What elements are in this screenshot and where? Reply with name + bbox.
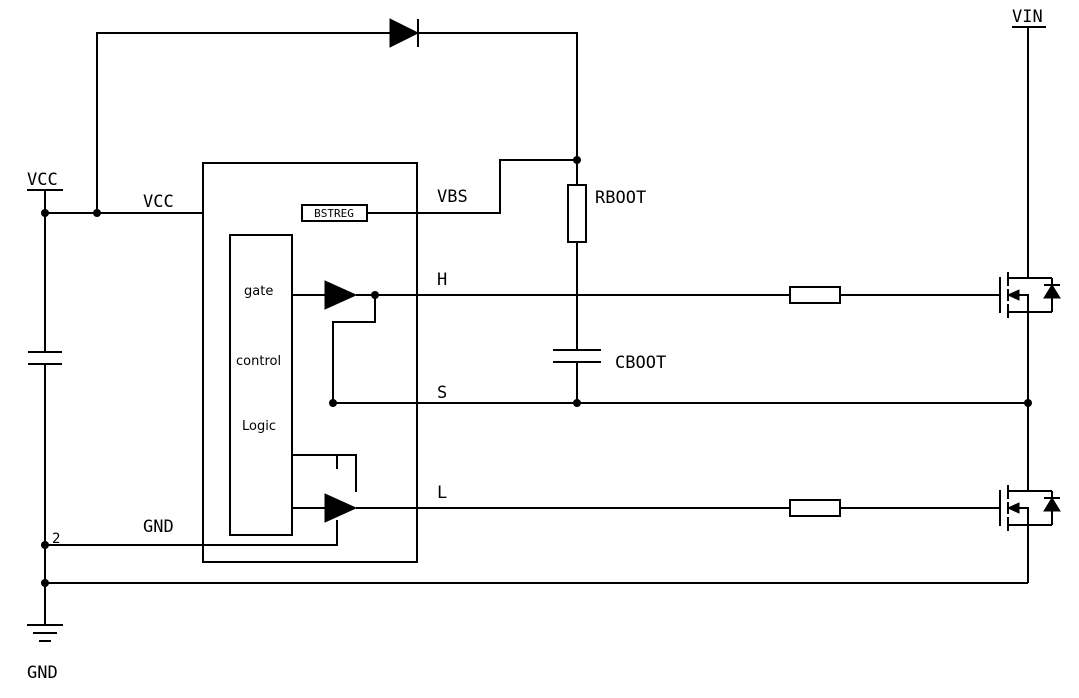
l-output: L (356, 483, 1000, 517)
rboot-label: RBOOT (595, 188, 646, 208)
logic-label-line1: gate (244, 284, 273, 299)
junction-dot (573, 156, 581, 164)
junction-dot (329, 399, 337, 407)
logic-label-line2: control (236, 354, 281, 369)
vin-supply: VIN (1012, 7, 1046, 278)
hs-body-arrow-icon (1006, 289, 1020, 301)
vbs-wire (367, 159, 577, 214)
top-rail-left (96, 32, 390, 213)
high-side-mosfet (999, 272, 1061, 491)
gnd-pin-line: GND 2 (45, 517, 338, 547)
h-output: H (356, 270, 1000, 304)
pin-l-label: L (437, 483, 447, 503)
vbs-network: VBS RBOOT CBOOT (367, 159, 666, 403)
bstreg-label: BSTREG (314, 207, 354, 220)
junction-dot (41, 541, 49, 549)
bootstrap-diode-branch (96, 18, 578, 213)
top-rail-right (418, 32, 578, 160)
vcc-supply: VCC (27, 170, 63, 213)
s-node: S (333, 383, 1028, 404)
ls-bodydiode-icon (1043, 497, 1061, 512)
pin-h-label: H (437, 270, 447, 290)
ls-body-arrow-icon (1006, 502, 1020, 514)
gate-control-logic-block (229, 234, 293, 536)
pin-vcc-label: VCC (143, 192, 174, 212)
junction-dot (1024, 399, 1032, 407)
gnd-wire (45, 520, 338, 546)
cboot-label: CBOOT (615, 353, 666, 373)
ls-buffer-icon (324, 493, 358, 523)
hs-bodydiode-icon (1043, 284, 1061, 299)
bootstrap-diode-icon (389, 18, 420, 48)
low-side-mosfet (999, 485, 1061, 583)
ls-gate-resistor (789, 499, 841, 517)
left-rail (28, 213, 62, 625)
ground-symbol: GND (27, 624, 63, 683)
vin-label: VIN (1012, 7, 1043, 27)
rboot-resistor (567, 184, 587, 243)
vcc-supply-label: VCC (27, 170, 58, 190)
junction-dot (371, 291, 379, 299)
hs-gate-resistor (789, 286, 841, 304)
pin-gnd-number: 2 (52, 531, 60, 547)
hs-buffer-feedback-wire (332, 295, 376, 403)
hs-buffer-icon (324, 280, 358, 310)
junction-dot (93, 209, 101, 217)
gnd-supply-label: GND (27, 663, 58, 683)
junction-dots (41, 156, 1032, 587)
junction-dot (41, 209, 49, 217)
pin-s-label: S (437, 383, 447, 403)
pin-gnd-label: GND (143, 517, 174, 537)
logic-label-line3: Logic (242, 419, 276, 434)
driver-ic: gate control Logic BSTREG (202, 162, 418, 563)
ls-buffer-top-wire (292, 454, 357, 492)
junction-dot (573, 399, 581, 407)
junction-dot (41, 579, 49, 587)
pin-vbs-label: VBS (437, 187, 468, 207)
